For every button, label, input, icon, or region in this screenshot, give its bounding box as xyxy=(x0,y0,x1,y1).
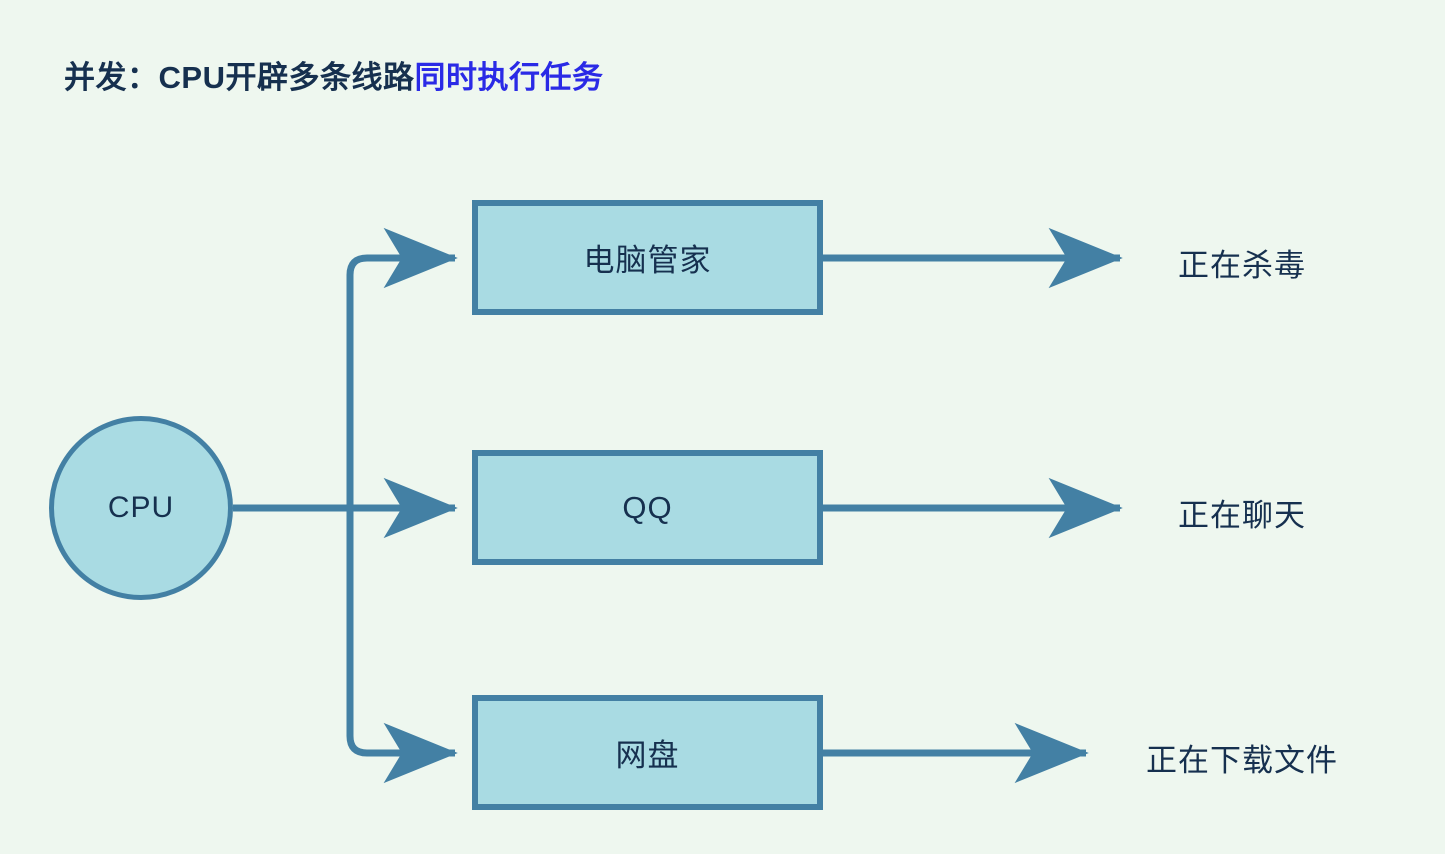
node-cpu-label: CPU xyxy=(107,491,175,524)
node-cpu[interactable]: CPU xyxy=(49,416,233,600)
node-task-label: 电脑管家 xyxy=(583,243,712,278)
connector-branch-1 xyxy=(346,227,458,508)
status-label-antivirus: 正在杀毒 xyxy=(1178,248,1306,283)
page-title-lead: 并发：CPU开辟多条线路 xyxy=(64,60,415,95)
status-label-chat: 正在聊天 xyxy=(1178,498,1306,533)
status-label-download: 正在下载文件 xyxy=(1146,743,1338,778)
node-task-computer-manager[interactable]: 电脑管家 xyxy=(472,200,823,315)
page-title: 并发：CPU开辟多条线路同时执行任务 xyxy=(64,52,603,97)
connector-branch-3 xyxy=(346,508,458,784)
node-task-label: 网盘 xyxy=(615,738,680,773)
node-task-qq[interactable]: QQ xyxy=(472,450,823,565)
node-task-label: QQ xyxy=(622,489,673,525)
node-task-netdisk[interactable]: 网盘 xyxy=(472,695,823,810)
page-title-accent: 同时执行任务 xyxy=(414,60,604,95)
